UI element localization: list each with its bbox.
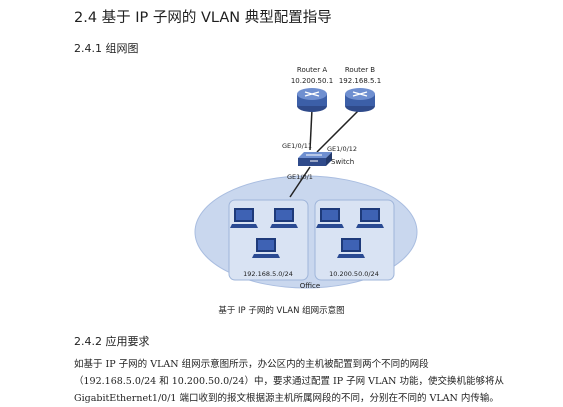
pc-icon: [252, 238, 280, 258]
paragraph-line: （192.168.5.0/24 和 10.200.50.0/24）中，要求通过配…: [74, 376, 505, 387]
router-b-name: Router B: [345, 66, 375, 74]
network-diagram: Router A 10.200.50.1 Router B 192.168.5.…: [194, 66, 418, 290]
port-ge1-0-12: GE1/0/12: [327, 145, 357, 153]
section-title: 2.4 基于 IP 子网的 VLAN 典型配置指导: [74, 10, 332, 26]
switch-icon: [298, 152, 332, 166]
port-ge1-0-1: GE1/0/1: [287, 173, 313, 181]
paragraph-line: 如基于 IP 子网的 VLAN 组网示意图所示，办公区内的主机被配置到两个不同的…: [74, 359, 429, 370]
router-a-name: Router A: [297, 66, 327, 74]
pc-icon: [270, 208, 298, 228]
pc-icon: [356, 208, 384, 228]
office-label: Office: [300, 282, 320, 290]
pc-icon: [230, 208, 258, 228]
router-a-icon: [297, 88, 327, 112]
router-a-ip: 10.200.50.1: [291, 77, 333, 85]
router-b-ip: 192.168.5.1: [339, 77, 381, 85]
link-router-b-switch: [316, 108, 361, 153]
subsection-requirements-title: 2.4.2 应用要求: [74, 335, 150, 348]
subsection-network-diagram-title: 2.4.1 组网图: [74, 42, 139, 55]
diagram-caption: 基于 IP 子网的 VLAN 组网示意图: [218, 306, 345, 316]
paragraph-line: GigabitEthernet1/0/1 端口收到的报文根据源主机所属网段的不同…: [74, 393, 499, 404]
subnet-right-label: 10.200.50.0/24: [329, 270, 379, 278]
link-router-a-switch: [309, 108, 313, 151]
port-ge1-0-11: GE1/0/11: [282, 142, 312, 150]
pc-icon: [337, 238, 365, 258]
switch-label: Switch: [331, 158, 354, 166]
router-b-icon: [345, 88, 375, 112]
pc-icon: [316, 208, 344, 228]
link-switch-office: [289, 166, 311, 198]
subnet-left-label: 192.168.5.0/24: [243, 270, 293, 278]
